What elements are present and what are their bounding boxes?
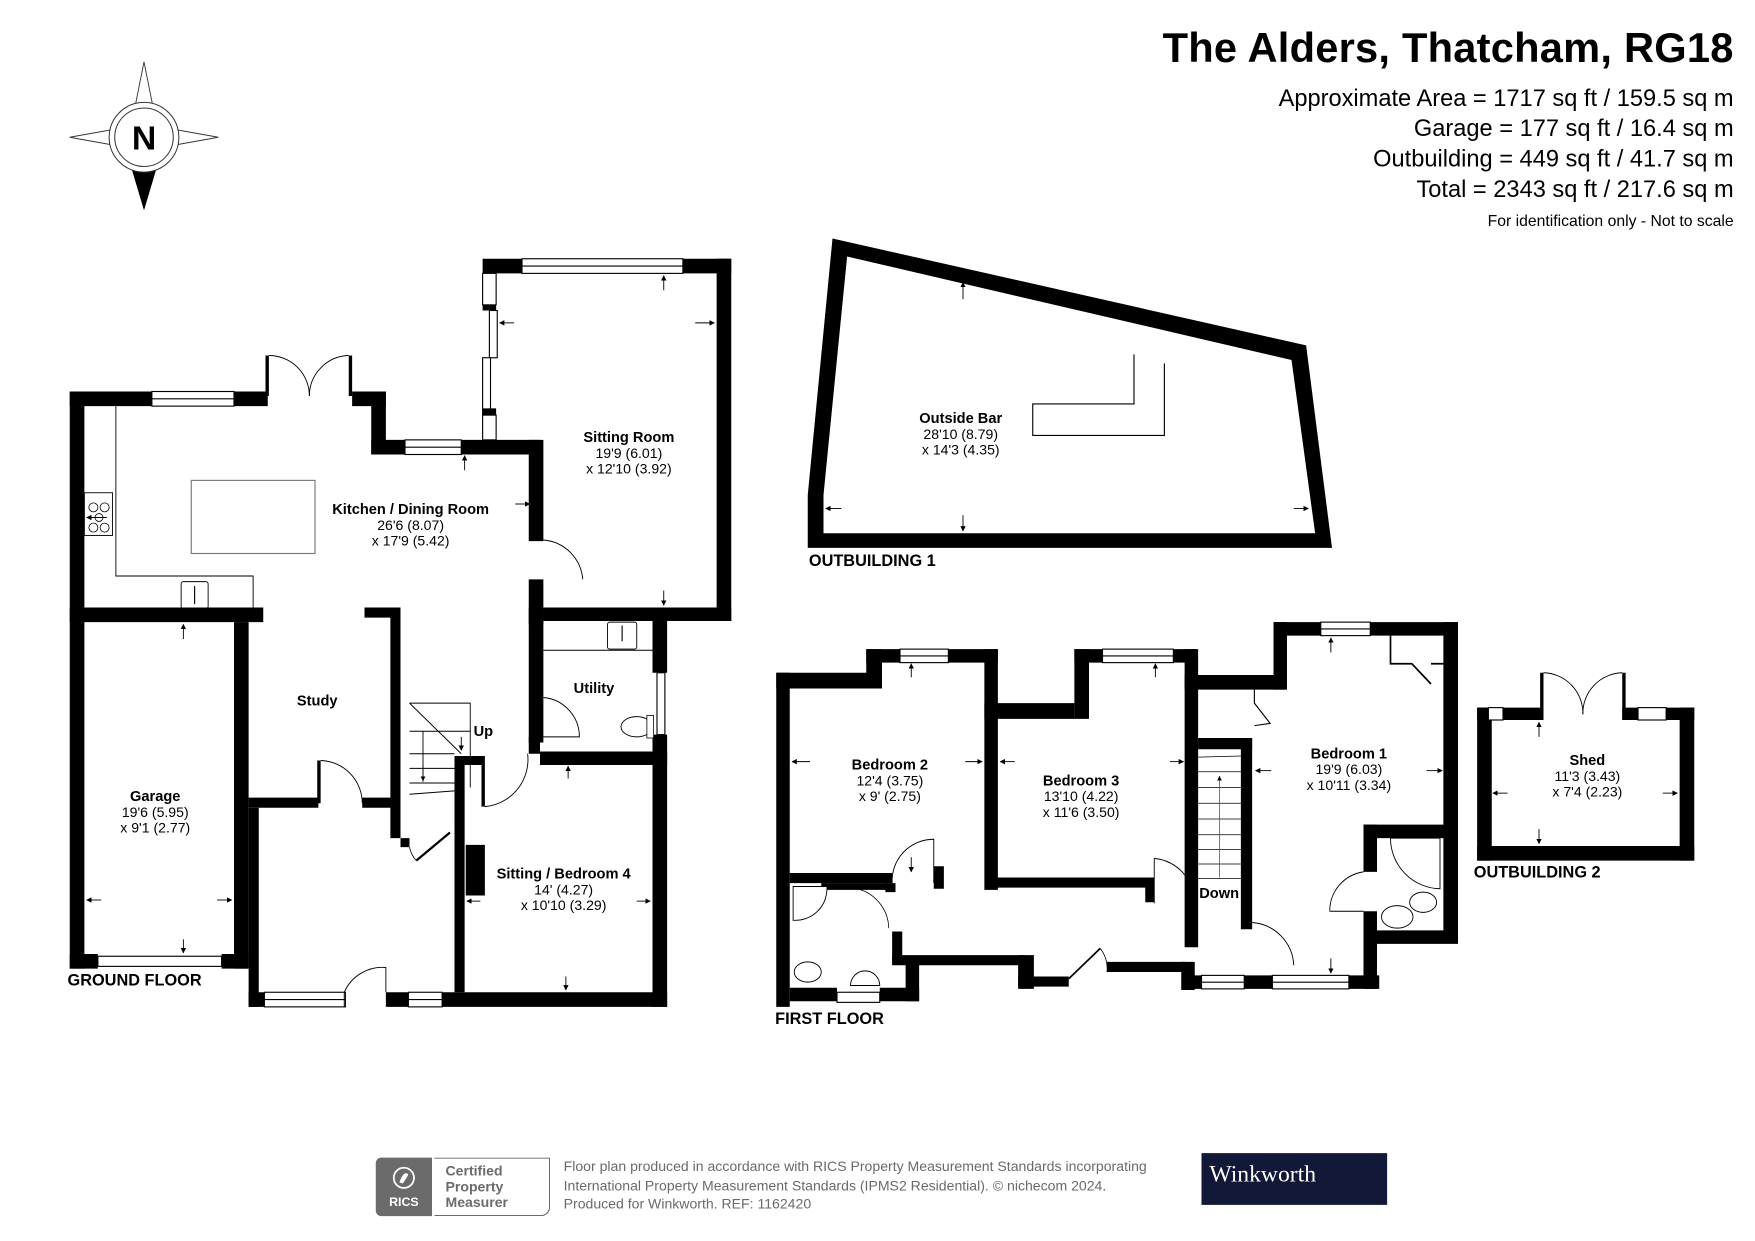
svg-text:N: N — [132, 120, 156, 158]
room-sitting-room: Sitting Room 19'9 (6.01) x 12'10 (3.92) — [583, 428, 675, 477]
ground-floor-label: GROUND FLOOR — [67, 972, 202, 990]
room-dimension: x 10'10 (3.29) — [520, 897, 607, 914]
room-dimension: 28'10 (8.79) — [923, 426, 999, 443]
room-utility: Utility — [573, 679, 615, 697]
stairs-down-label: Down — [1199, 884, 1240, 902]
rics-lion-icon — [392, 1166, 415, 1189]
room-garage: Garage 19'6 (5.95) x 9'1 (2.77) — [120, 787, 191, 836]
room-name: Kitchen / Dining Room — [332, 500, 490, 518]
total-area: Total = 2343 sq ft / 217.6 sq m — [1416, 176, 1734, 203]
brand-name: Winkworth — [1209, 1159, 1317, 1187]
room-name: Bedroom 1 — [1310, 744, 1388, 762]
winkworth-logo: Winkworth — [1201, 1153, 1388, 1205]
rics-certified-badge: RICS Certified Property Measurer — [375, 1157, 552, 1217]
first-floor-plan — [776, 621, 1458, 1007]
footer-line: Produced for Winkworth. REF: 1162420 — [563, 1195, 812, 1212]
room-name: Sitting Room — [583, 428, 675, 446]
room-dimension: x 9' (2.75) — [858, 788, 921, 805]
garage-area: Garage = 177 sq ft / 16.4 sq m — [1413, 115, 1734, 142]
room-name: Study — [296, 691, 338, 709]
room-name: Utility — [573, 679, 615, 697]
room-dimension: 19'9 (6.03) — [1315, 761, 1383, 778]
property-title: The Alders, Thatcham, RG18 — [1162, 24, 1734, 71]
outbuilding-2-label: OUTBUILDING 2 — [1473, 864, 1601, 882]
room-name: Sitting / Bedroom 4 — [496, 865, 631, 882]
room-dimension: x 10'11 (3.34) — [1306, 777, 1392, 794]
room-dimension: 14' (4.27) — [534, 882, 594, 898]
north-compass-icon: N — [69, 61, 219, 211]
outbuilding-1-label: OUTBUILDING 1 — [808, 552, 936, 571]
rics-logo: RICS — [375, 1157, 432, 1217]
room-dimension: x 11'6 (3.50) — [1042, 804, 1120, 821]
room-dimension: x 7'4 (2.23) — [1552, 784, 1623, 800]
footer-line: Floor plan produced in accordance with R… — [563, 1158, 1147, 1175]
certification-line: Property — [445, 1179, 504, 1195]
room-name: Outside Bar — [919, 409, 1003, 427]
scale-disclaimer: For identification only - Not to scale — [1487, 211, 1734, 230]
outbuilding-area: Outbuilding = 449 sq ft / 41.7 sq m — [1373, 146, 1734, 173]
ground-floor-plan — [69, 258, 732, 1008]
room-dimension: x 17'9 (5.42) — [371, 533, 450, 549]
room-dimension: 19'6 (5.95) — [121, 804, 189, 821]
first-floor-label: FIRST FLOOR — [775, 1010, 884, 1029]
room-name: Bedroom 3 — [1042, 771, 1120, 789]
certification-line: Measurer — [445, 1194, 509, 1211]
room-dimension: 19'9 (6.01) — [595, 445, 663, 462]
room-name: Shed — [1569, 751, 1606, 769]
footer-statement: Floor plan produced in accordance with R… — [564, 1158, 1147, 1214]
rics-word: RICS — [389, 1195, 419, 1210]
room-name: Bedroom 2 — [851, 756, 929, 773]
room-kitchen-dining: Kitchen / Dining Room 26'6 (8.07) x 17'9… — [332, 500, 490, 549]
room-sitting-bedroom-4: Sitting / Bedroom 4 14' (4.27) x 10'10 (… — [496, 865, 631, 914]
room-bedroom-2: Bedroom 2 12'4 (3.75) x 9' (2.75) — [851, 756, 929, 805]
outbuilding-1-plan — [807, 238, 1332, 548]
room-name: Garage — [130, 787, 181, 805]
footer-line: International Property Measurement Stand… — [563, 1177, 1107, 1194]
stairs-up-label: Up — [473, 722, 494, 740]
room-shed: Shed 11'3 (3.43) x 7'4 (2.23) — [1552, 751, 1623, 800]
approximate-area: Approximate Area = 1717 sq ft / 159.5 sq… — [1278, 85, 1734, 112]
room-dimension: 11'3 (3.43) — [1554, 768, 1621, 785]
room-dimension: 13'10 (4.22) — [1043, 788, 1119, 805]
room-dimension: x 9'1 (2.77) — [120, 820, 191, 836]
room-dimension: 26'6 (8.07) — [377, 517, 445, 534]
certification-text: Certified Property Measurer — [434, 1157, 551, 1217]
room-bedroom-1: Bedroom 1 19'9 (6.03) x 10'11 (3.34) — [1306, 744, 1392, 794]
room-dimension: 12'4 (3.75) — [856, 772, 924, 789]
room-study: Study — [296, 691, 338, 709]
outbuilding-2-plan — [1477, 672, 1695, 861]
room-outside-bar: Outside Bar 28'10 (8.79) x 14'3 (4.35) — [919, 409, 1003, 458]
certification-line: Certified — [445, 1163, 503, 1179]
room-dimension: x 14'3 (4.35) — [921, 442, 1000, 458]
room-dimension: x 12'10 (3.92) — [586, 461, 672, 477]
room-bedroom-3: Bedroom 3 13'10 (4.22) x 11'6 (3.50) — [1042, 771, 1120, 821]
